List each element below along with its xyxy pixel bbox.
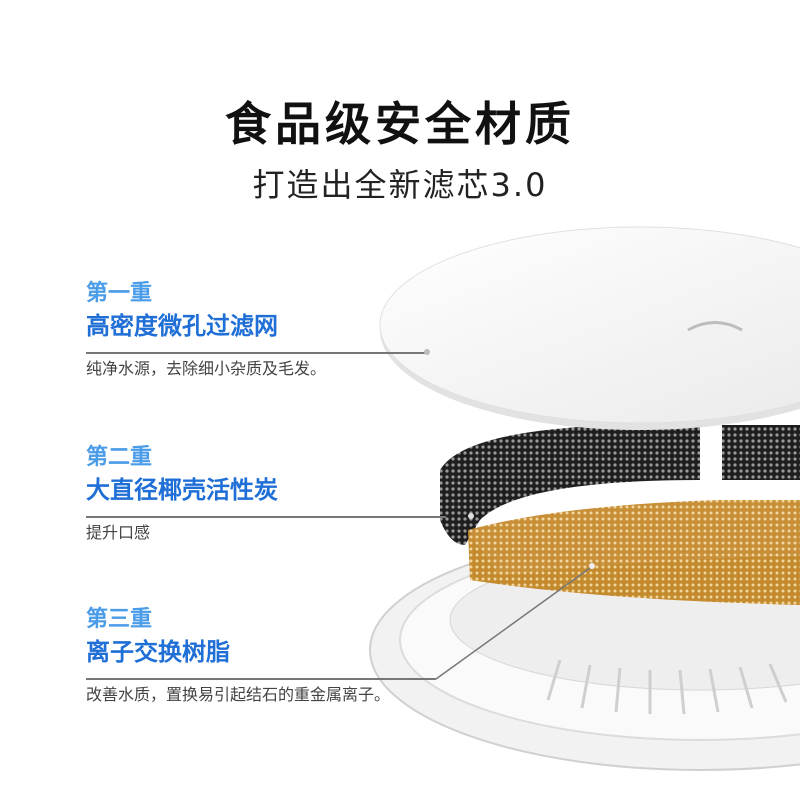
layer-1-name: 高密度微孔过滤网: [86, 312, 278, 340]
leader-dot-2: [468, 513, 474, 519]
page-subtitle: 打造出全新滤芯3.0: [252, 166, 548, 204]
layer-1-label: 第一重 高密度微孔过滤网 纯净水源，去除细小杂质及毛发。: [86, 280, 326, 380]
leader-line-2: [86, 516, 446, 518]
leader-line-1: [86, 352, 426, 354]
layer-1-stage: 第一重: [86, 281, 153, 306]
layer-2-label: 第二重 大直径椰壳活性炭 提升口感: [86, 444, 278, 544]
layer-2-name: 大直径椰壳活性炭: [86, 476, 278, 504]
layer-3-name: 离子交换树脂: [86, 638, 230, 666]
layer-1-description: 纯净水源，去除细小杂质及毛发。: [86, 359, 327, 378]
leader-dot-1: [424, 349, 430, 355]
resin-ring: [468, 500, 800, 605]
layer-3-stage: 第三重: [86, 607, 153, 632]
layer-2-stage: 第二重: [86, 445, 153, 470]
base-tray: [369, 529, 800, 771]
layer-3-label: 第三重 离子交换树脂 改善水质，置换易引起结石的重金属离子。: [86, 606, 390, 706]
layer-2-description: 提升口感: [86, 523, 151, 542]
top-filter-disc: [379, 226, 800, 430]
carbon-mesh-ring: [440, 424, 800, 545]
layer-3-description: 改善水质，置换易引起结石的重金属离子。: [86, 685, 391, 704]
leader-line-3: [86, 678, 436, 680]
page-title: 食品级安全材质: [225, 97, 575, 151]
